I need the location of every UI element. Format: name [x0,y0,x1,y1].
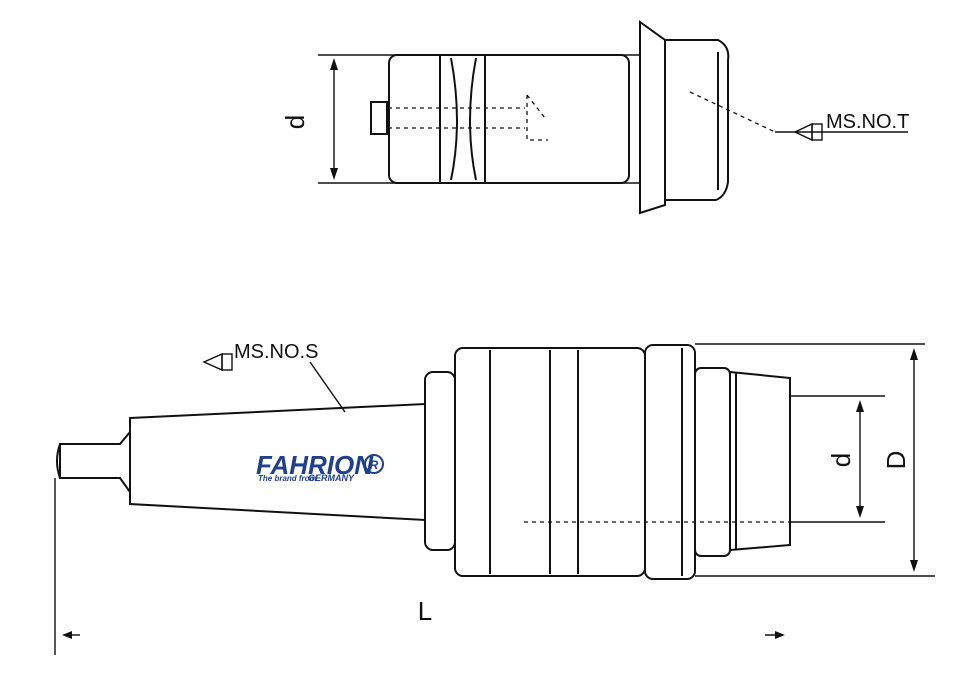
D-arrow-up-icon [910,348,918,360]
bottom-taper-box-icon [221,353,233,371]
top-taper-leader [689,91,776,133]
top-taper-box-icon [811,123,823,141]
L-arrow-right-icon [775,631,785,639]
L-arrow-left-icon [62,631,72,639]
bottom-dim-L-label: L [418,596,432,626]
top-body [388,54,630,184]
top-dim-d-label: d [280,115,310,129]
shank-tang-end [56,443,61,479]
top-flange [639,20,666,215]
chuck-nose-cone [729,370,791,552]
logo-tagline: The brand from [258,474,317,483]
bottom-taper-leader [309,361,346,413]
top-arrow-down-icon [330,168,338,180]
fahrion-logo: FAHRION R The brand from GERMANY [256,450,384,483]
bottom-taper-label: MS.NO.S [234,341,318,363]
shank-tang [59,429,131,496]
chuck-nose-ring [694,367,731,557]
registered-icon [364,454,384,474]
top-groove-curve-2 [469,57,477,181]
chuck-rear-collar [424,371,456,551]
top-groove-curve-1 [450,57,458,181]
logo-registered-mark: R [370,458,379,472]
top-arrow-up-icon [330,58,338,70]
D-arrow-down-icon [910,560,918,572]
logo-name: FAHRION [256,450,374,480]
bottom-dim-D-label: D [881,451,911,470]
top-bore-tip [526,94,548,141]
chuck-front-ring [644,344,696,580]
logo-country: GERMANY [308,473,355,483]
bottom-taper-symbol-icon [202,352,223,372]
d-arrow-up-icon [856,400,864,412]
top-front-cap [665,39,730,201]
top-taper-label: MS.NO.T [826,111,909,133]
top-pin [370,101,388,135]
d-arrow-down-icon [856,506,864,518]
bottom-view-drawing: MS.NO.S FAHRION R The brand from GERMANY… [54,341,935,655]
bottom-dim-d-label: d [826,453,856,467]
top-view-drawing: d MS.NO.T [280,20,909,215]
